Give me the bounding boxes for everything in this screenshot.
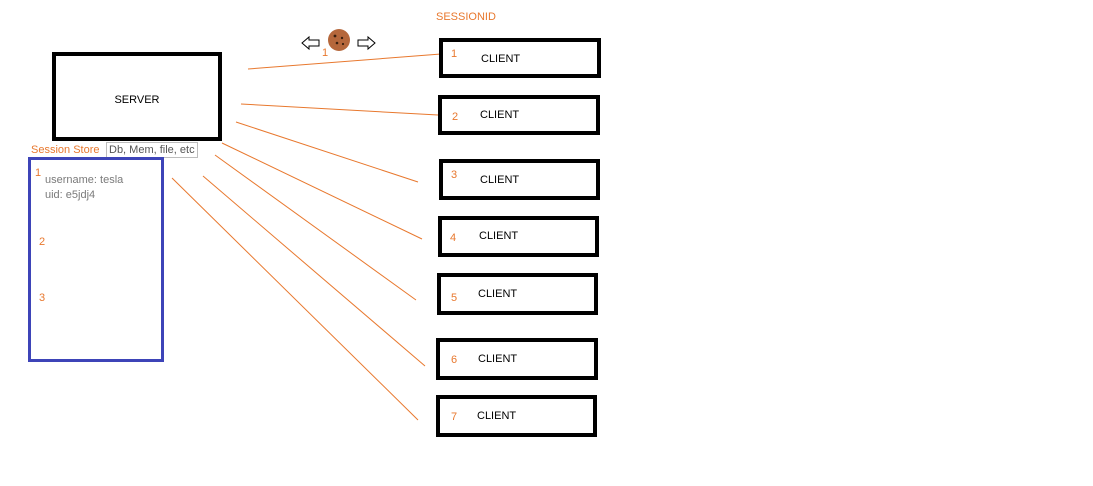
client-number: 4 <box>450 232 457 244</box>
connection-line-5 <box>214 154 417 301</box>
client-label: CLIENT <box>479 230 519 242</box>
cookie-exchange <box>301 29 376 51</box>
session-store-note: Db, Mem, file, etc <box>106 142 198 158</box>
client-box-5: 5 CLIENT <box>437 273 598 315</box>
client-label: CLIENT <box>480 174 520 186</box>
connection-line-7 <box>171 177 419 421</box>
client-label: CLIENT <box>481 53 521 65</box>
server-box: SERVER <box>52 52 222 141</box>
connection-line-1 <box>247 53 442 70</box>
client-number: 1 <box>451 48 458 60</box>
cookie-icon <box>328 29 350 51</box>
sessionid-label: SESSIONID <box>436 11 496 23</box>
session-store-box: 1 username: tesla uid: e5jdj4 2 3 <box>28 157 164 362</box>
client-label: CLIENT <box>478 288 518 300</box>
client-label: CLIENT <box>480 109 520 121</box>
connection-line-3 <box>235 121 419 183</box>
cookie-number: 1 <box>322 47 329 59</box>
client-box-7: 7 CLIENT <box>436 395 597 437</box>
client-number: 7 <box>451 411 458 423</box>
left-arrow-icon <box>301 35 320 51</box>
session-entry-number-3: 3 <box>39 292 46 304</box>
session-store-label: Session Store <box>31 144 100 156</box>
client-box-4: 4 CLIENT <box>438 216 599 257</box>
client-box-3: 3 CLIENT <box>439 159 600 200</box>
client-label: CLIENT <box>478 353 518 365</box>
client-box-1: 1 CLIENT <box>439 38 601 78</box>
client-number: 5 <box>451 292 458 304</box>
server-label: SERVER <box>114 94 160 106</box>
connection-line-6 <box>202 175 426 367</box>
session-entry-number-2: 2 <box>39 236 46 248</box>
client-box-6: 6 CLIENT <box>436 338 598 380</box>
client-number: 6 <box>451 354 458 366</box>
connection-line-2 <box>240 103 439 116</box>
session-entry-uid: uid: e5jdj4 <box>45 189 96 201</box>
client-number: 3 <box>451 169 458 181</box>
connection-line-4 <box>221 142 423 240</box>
right-arrow-icon <box>357 35 376 51</box>
client-box-2: 2 CLIENT <box>438 95 600 135</box>
client-label: CLIENT <box>477 410 517 422</box>
session-entry-number-1: 1 <box>35 167 42 179</box>
client-number: 2 <box>452 111 459 123</box>
session-entry-username: username: tesla <box>45 174 124 186</box>
